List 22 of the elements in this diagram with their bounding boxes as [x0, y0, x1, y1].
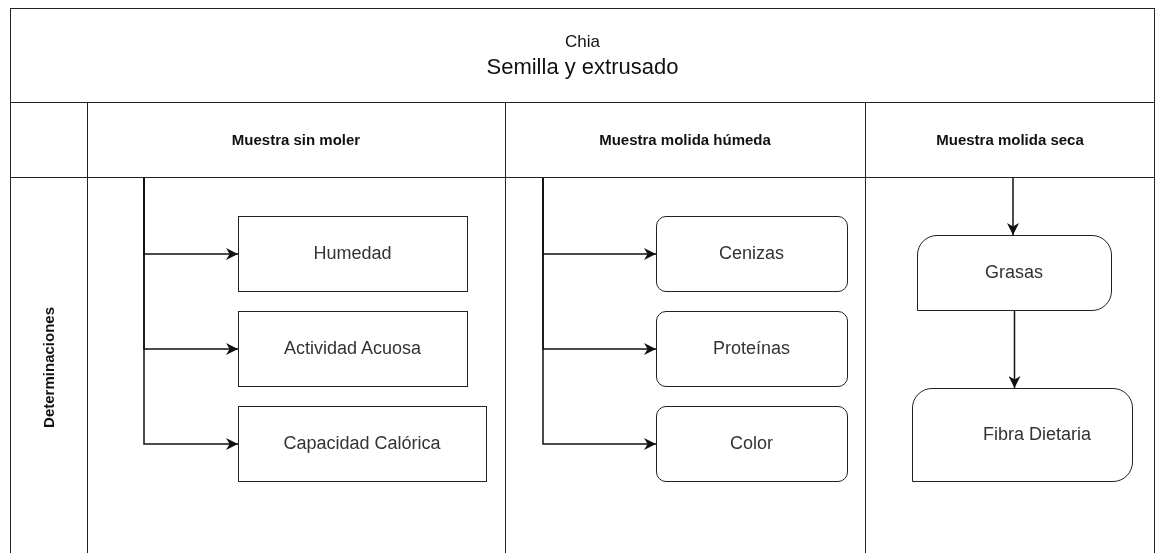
column-header: Muestra sin moler — [231, 130, 361, 148]
process-box: Proteínas — [655, 310, 848, 387]
swimlane-column — [504, 101, 865, 178]
process-box: Cenizas — [655, 215, 848, 292]
process-box: Humedad — [237, 215, 468, 292]
process-box: Grasas — [916, 234, 1112, 311]
process-box: Color — [655, 405, 848, 482]
arrow — [1008, 310, 1021, 389]
pool-title: Chia — [565, 32, 600, 52]
swimlane-column — [864, 101, 1155, 178]
process-box: Fibra Dietaria — [911, 387, 1133, 482]
process-box: Capacidad Calórica — [237, 405, 487, 482]
arrow — [1007, 177, 1019, 236]
arrow — [542, 177, 657, 450]
swimlane-pool — [10, 8, 1155, 553]
column-header: Muestra molida seca — [936, 130, 1084, 148]
row-header: Determinaciones — [39, 307, 57, 428]
pool-subtitle: Semilla y extrusado — [486, 53, 679, 79]
process-box: Actividad Acuosa — [237, 310, 468, 387]
column-header: Muestra molida húmeda — [599, 130, 771, 148]
arrow — [143, 177, 239, 450]
swimlane-column — [86, 101, 505, 178]
